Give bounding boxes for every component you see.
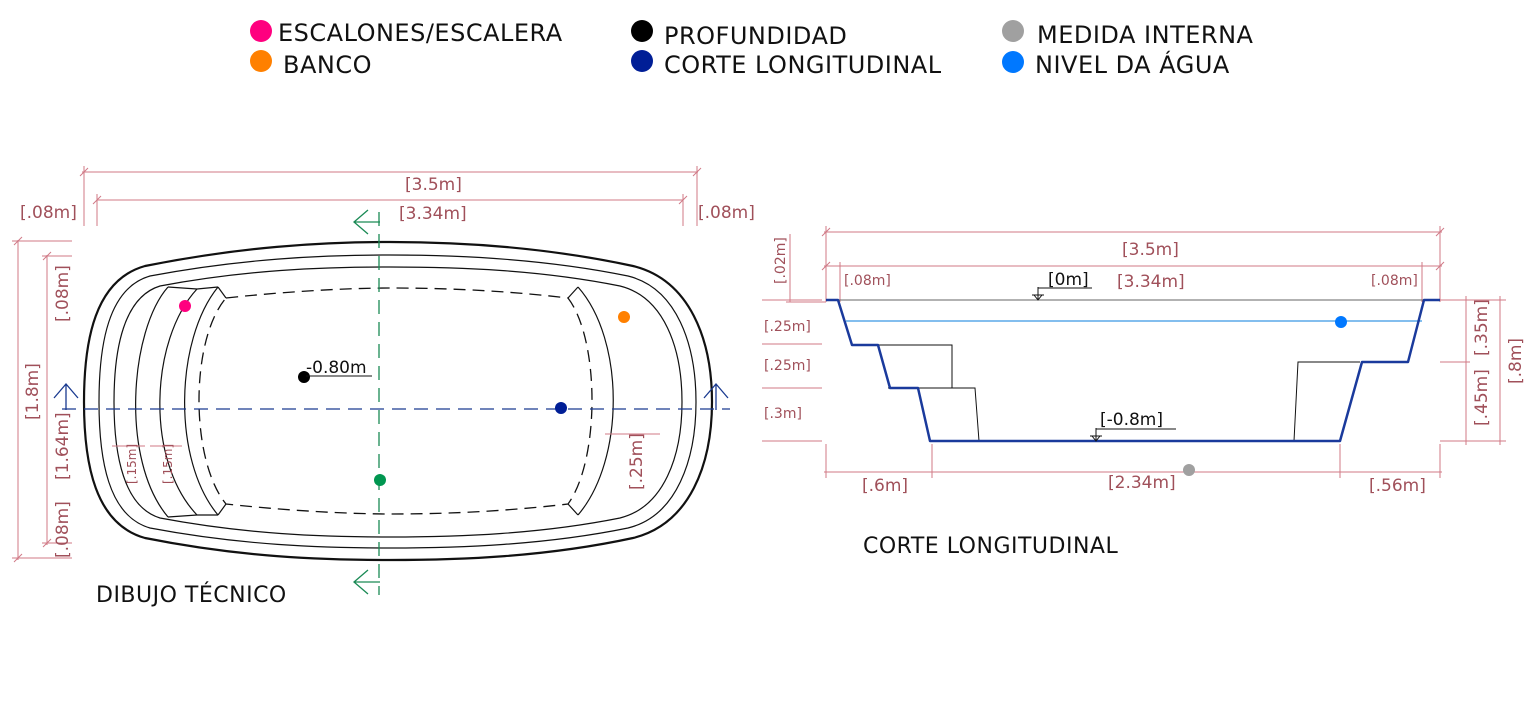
section-left-dimensions bbox=[762, 299, 822, 442]
section-level-bottom-label: [-0.8m] bbox=[1100, 410, 1163, 430]
plan-top-dimensions bbox=[79, 166, 702, 226]
plan-marker-longitudinal-cut bbox=[555, 402, 567, 414]
plan-cut-arrow-right-icon bbox=[703, 383, 729, 410]
plan-cross-arrow-bottom-icon bbox=[353, 569, 380, 595]
plan-step-dimensions bbox=[112, 433, 660, 447]
plan-marker-cross-cut bbox=[374, 474, 386, 486]
plan-left-dimensions bbox=[12, 236, 72, 563]
plan-floor-outline bbox=[198, 287, 593, 515]
legend-dot-bench bbox=[250, 50, 272, 72]
pool-inner-edge-2 bbox=[113, 266, 683, 538]
section-right-dimensions bbox=[1440, 296, 1506, 445]
plan-marker-depth bbox=[298, 371, 310, 383]
plan-cross-arrow-top-icon bbox=[353, 209, 380, 235]
plan-edge-left: [.08m] bbox=[20, 203, 77, 223]
plan-edge-right: [.08m] bbox=[698, 203, 755, 223]
plan-step-b: [.15m] bbox=[161, 444, 175, 484]
legend-label-bench: BANCO bbox=[283, 51, 372, 79]
legend-label-stairs: ESCALONES/ESCALERA bbox=[278, 19, 563, 47]
legend: ESCALONES/ESCALERA BANCO PROFUNDIDAD COR… bbox=[250, 19, 1254, 79]
section-total-depth: [.8m] bbox=[1506, 338, 1526, 384]
plan-overall-length: [3.5m] bbox=[405, 175, 462, 195]
section-marker-water-level bbox=[1335, 316, 1347, 328]
section-right-run: [.56m] bbox=[1369, 476, 1426, 496]
section-level-top: [0m] bbox=[1032, 270, 1092, 301]
plan-bench bbox=[567, 286, 614, 516]
legend-dot-longitudinal-cut bbox=[631, 50, 653, 72]
section-left-run: [.6m] bbox=[862, 476, 908, 496]
plan-inner-length: [3.34m] bbox=[399, 204, 467, 224]
section-level-top-label: [0m] bbox=[1048, 270, 1089, 290]
plan-cut-arrow-left-icon bbox=[53, 383, 79, 410]
plan-marker-bench bbox=[618, 311, 630, 323]
plan-caption: DIBUJO TÉCNICO bbox=[96, 582, 287, 608]
section-floor-length: [2.34m] bbox=[1108, 473, 1176, 493]
pool-outer-edge bbox=[82, 240, 714, 562]
section-caption: CORTE LONGITUDINAL bbox=[863, 534, 1118, 559]
legend-dot-depth bbox=[631, 20, 653, 42]
section-step-2: [.25m] bbox=[764, 358, 811, 374]
plan-steps bbox=[135, 286, 227, 518]
level-bottom-icon bbox=[1090, 428, 1102, 442]
plan-marker-stairs bbox=[179, 300, 191, 312]
plan-edge-top: [.08m] bbox=[53, 265, 73, 322]
legend-label-internal-measure: MEDIDA INTERNA bbox=[1037, 21, 1254, 49]
legend-label-water-level: NIVEL DA ÁGUA bbox=[1035, 50, 1230, 79]
plan-bench-width: [.25m] bbox=[627, 433, 647, 490]
plan-edge-bottom: [.08m] bbox=[53, 501, 73, 558]
legend-label-depth: PROFUNDIDAD bbox=[664, 22, 847, 50]
section-step-3: [.3m] bbox=[764, 406, 802, 422]
plan-depth-label: -0.80m bbox=[306, 358, 367, 378]
plan-view: [3.5m] [3.34m] [.08m] [.08m] [1.8m] [1.6… bbox=[12, 166, 755, 608]
section-bench-top: [.35m] bbox=[1472, 299, 1492, 356]
section-bottom-dimensions bbox=[824, 444, 1442, 478]
section-edge-right: [.08m] bbox=[1371, 273, 1418, 289]
section-edge-left: [.08m] bbox=[844, 273, 891, 289]
section-inner-length: [3.34m] bbox=[1117, 272, 1185, 292]
legend-dot-stairs bbox=[250, 20, 272, 42]
section-rim: [.02m] bbox=[773, 237, 789, 284]
pool-inner-edge-1 bbox=[98, 254, 697, 549]
section-pool-profile bbox=[826, 298, 1440, 443]
section-view: [3.5m] [3.34m] [.08m] [.08m] [.02m] [.25… bbox=[762, 226, 1526, 559]
plan-overall-width: [1.8m] bbox=[23, 363, 43, 420]
section-top-dimensions bbox=[786, 226, 1445, 303]
legend-dot-internal-measure bbox=[1002, 20, 1024, 42]
legend-dot-water-level bbox=[1002, 51, 1024, 73]
section-step-1: [.25m] bbox=[764, 319, 811, 335]
plan-inner-width: [1.64m] bbox=[53, 412, 73, 480]
section-marker-internal-measure bbox=[1183, 464, 1195, 476]
level-top-icon bbox=[1032, 287, 1044, 301]
section-bench-bottom: [.45m] bbox=[1472, 369, 1492, 426]
plan-step-a: [.15m] bbox=[125, 444, 139, 484]
section-overall-length: [3.5m] bbox=[1122, 240, 1179, 260]
legend-label-longitudinal-cut: CORTE LONGITUDINAL bbox=[664, 51, 942, 79]
section-level-bottom: [-0.8m] bbox=[1090, 410, 1176, 442]
